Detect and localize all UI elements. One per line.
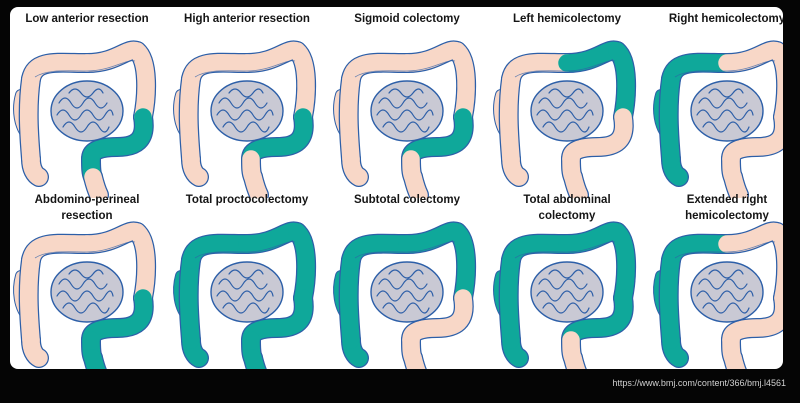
taenia-line — [514, 60, 616, 78]
colon-diagram — [493, 40, 637, 198]
panel-title: Abdomino-perineal resection — [34, 194, 140, 222]
ascending-segment — [339, 251, 360, 349]
descending-segment — [128, 223, 155, 307]
panel-high-anterior-resection: High anterior resection — [167, 7, 327, 198]
small-intestine — [370, 261, 444, 323]
rectum-lower-segment — [84, 349, 106, 369]
ascending-segment — [19, 70, 40, 168]
panel-title: Total abdominal colectomy — [523, 194, 611, 222]
descending-segment — [128, 42, 155, 126]
descending-segment — [768, 223, 783, 307]
panel-extended-right-hemicolectomy: Extended right hemicolectomy — [647, 188, 783, 369]
descending-segment — [608, 42, 635, 126]
ascending-segment — [179, 251, 200, 349]
small-intestine — [50, 80, 124, 142]
colon-diagram — [653, 221, 783, 369]
panel-title: Right hemicolectomy — [668, 13, 783, 25]
taenia-line — [514, 241, 616, 259]
taenia-line — [674, 60, 776, 78]
small-intestine-loops — [536, 269, 594, 314]
panel-title: Total proctocolectomy — [185, 194, 309, 206]
panel-title: Left hemicolectomy — [513, 13, 621, 25]
small-intestine-loops — [376, 88, 434, 133]
panel-title: Extended right hemicolectomy — [685, 194, 769, 222]
ascending-segment — [19, 251, 40, 349]
small-intestine-loops — [696, 269, 754, 314]
small-intestine — [690, 80, 764, 142]
small-intestine — [210, 261, 284, 323]
panel-title: Low anterior resection — [25, 13, 149, 25]
taenia-line — [674, 241, 776, 259]
colon-diagram — [333, 40, 477, 198]
taenia-line — [354, 60, 456, 78]
panel-title: Sigmoid colectomy — [354, 13, 460, 25]
rectum-lower-segment — [724, 168, 748, 198]
descending-segment — [608, 223, 635, 307]
descending-segment — [448, 42, 475, 126]
figure-card: Low anterior resection High anterior res… — [10, 7, 783, 369]
panel-total-proctocolectomy: Total proctocolectomy — [167, 188, 327, 369]
taenia-line — [354, 241, 456, 259]
small-intestine — [530, 261, 604, 323]
descending-segment — [288, 42, 315, 126]
panel-total-abdominal-colectomy: Total abdominal colectomy — [487, 188, 647, 369]
rectum-lower-segment — [244, 168, 268, 198]
panel-right-hemicolectomy: Right hemicolectomy — [647, 7, 783, 198]
colon-diagram — [333, 221, 477, 369]
panel-title: Subtotal colectomy — [353, 194, 461, 206]
panel-title: High anterior resection — [184, 13, 310, 25]
colon-diagram — [173, 221, 317, 369]
ascending-segment — [339, 70, 360, 168]
panel-abdomino-perineal-resection: Abdomino-perineal resection — [10, 188, 167, 369]
colon-diagram — [653, 40, 783, 198]
small-intestine-loops — [536, 88, 594, 133]
small-intestine — [690, 261, 764, 323]
panel-low-anterior-resection: Low anterior resection — [10, 7, 167, 198]
small-intestine — [530, 80, 604, 142]
taenia-line — [34, 60, 136, 78]
rectum-lower-segment — [564, 168, 588, 198]
colon-diagram — [13, 221, 157, 369]
panel-left-hemicolectomy: Left hemicolectomy — [487, 7, 647, 198]
small-intestine-loops — [216, 88, 274, 133]
small-intestine-loops — [216, 269, 274, 314]
small-intestine-loops — [376, 269, 434, 314]
taenia-line — [194, 241, 296, 259]
panel-sigmoid-colectomy: Sigmoid colectomy — [327, 7, 487, 198]
small-intestine-loops — [696, 88, 754, 133]
descending-segment — [288, 223, 315, 307]
ascending-segment — [179, 70, 200, 168]
ascending-segment — [499, 251, 520, 349]
rectum-lower-segment — [564, 349, 586, 369]
taenia-line — [194, 60, 296, 78]
small-intestine — [370, 80, 444, 142]
taenia-line — [34, 241, 136, 259]
rectum-lower-segment — [84, 168, 108, 198]
colon-diagram — [173, 40, 317, 198]
small-intestine — [50, 261, 124, 323]
descending-segment — [448, 223, 475, 307]
rectum-lower-segment — [404, 168, 428, 198]
ascending-segment — [499, 70, 520, 168]
rectum-lower-segment — [244, 349, 266, 369]
small-intestine-loops — [56, 269, 114, 314]
panel-subtotal-colectomy: Subtotal colectomy — [327, 188, 487, 369]
small-intestine — [210, 80, 284, 142]
colon-diagram — [493, 221, 637, 369]
descending-segment — [768, 42, 783, 126]
ascending-segment — [659, 251, 680, 349]
colon-diagram — [13, 40, 157, 198]
ascending-segment — [659, 70, 680, 168]
source-url: https://www.bmj.com/content/366/bmj.l456… — [612, 378, 786, 388]
rectum-lower-segment — [724, 349, 746, 369]
rectum-lower-segment — [404, 349, 426, 369]
small-intestine-loops — [56, 88, 114, 133]
